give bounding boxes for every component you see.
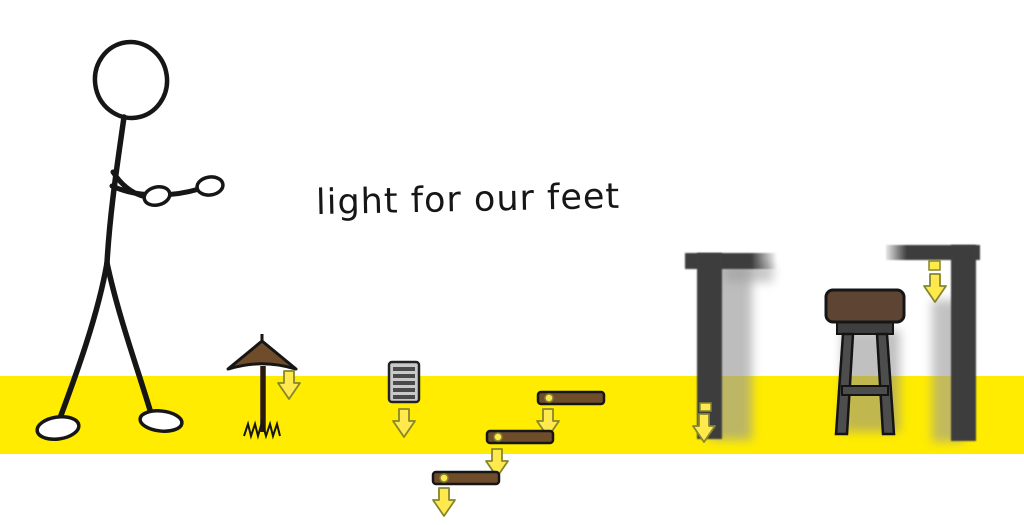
path-light-cap — [226, 339, 298, 371]
person-leg-back — [104, 260, 153, 413]
under-cabinet-light-icon — [928, 260, 941, 271]
stair-tread-light-icon — [485, 429, 555, 478]
down-arrow-icon — [392, 408, 416, 438]
person-foot-front — [35, 414, 81, 442]
step-light-icon — [387, 360, 421, 438]
stool-leg-right — [875, 332, 896, 436]
toe-kick-light-icon — [699, 402, 712, 412]
counter-post — [951, 245, 976, 441]
stair-tread-light-icon — [536, 390, 606, 438]
counter-left — [685, 253, 777, 443]
person-head — [92, 39, 170, 121]
stool-leg-left — [834, 332, 855, 436]
person-hand-far — [195, 175, 225, 197]
person-foot-back — [138, 409, 184, 433]
stool — [824, 288, 906, 436]
grass — [243, 418, 281, 440]
path-light-icon — [226, 334, 301, 440]
stool-seat — [824, 288, 906, 324]
stool-rung — [841, 385, 889, 396]
stair-tread-light-icon — [431, 470, 501, 517]
person-hand-near — [142, 184, 172, 208]
person-leg-front — [57, 260, 110, 421]
walking-person-icon — [35, 39, 225, 442]
counter-right — [886, 245, 980, 442]
down-arrow-icon — [432, 487, 456, 517]
down-arrow-icon — [277, 370, 301, 400]
down-arrow-icon — [923, 273, 947, 303]
